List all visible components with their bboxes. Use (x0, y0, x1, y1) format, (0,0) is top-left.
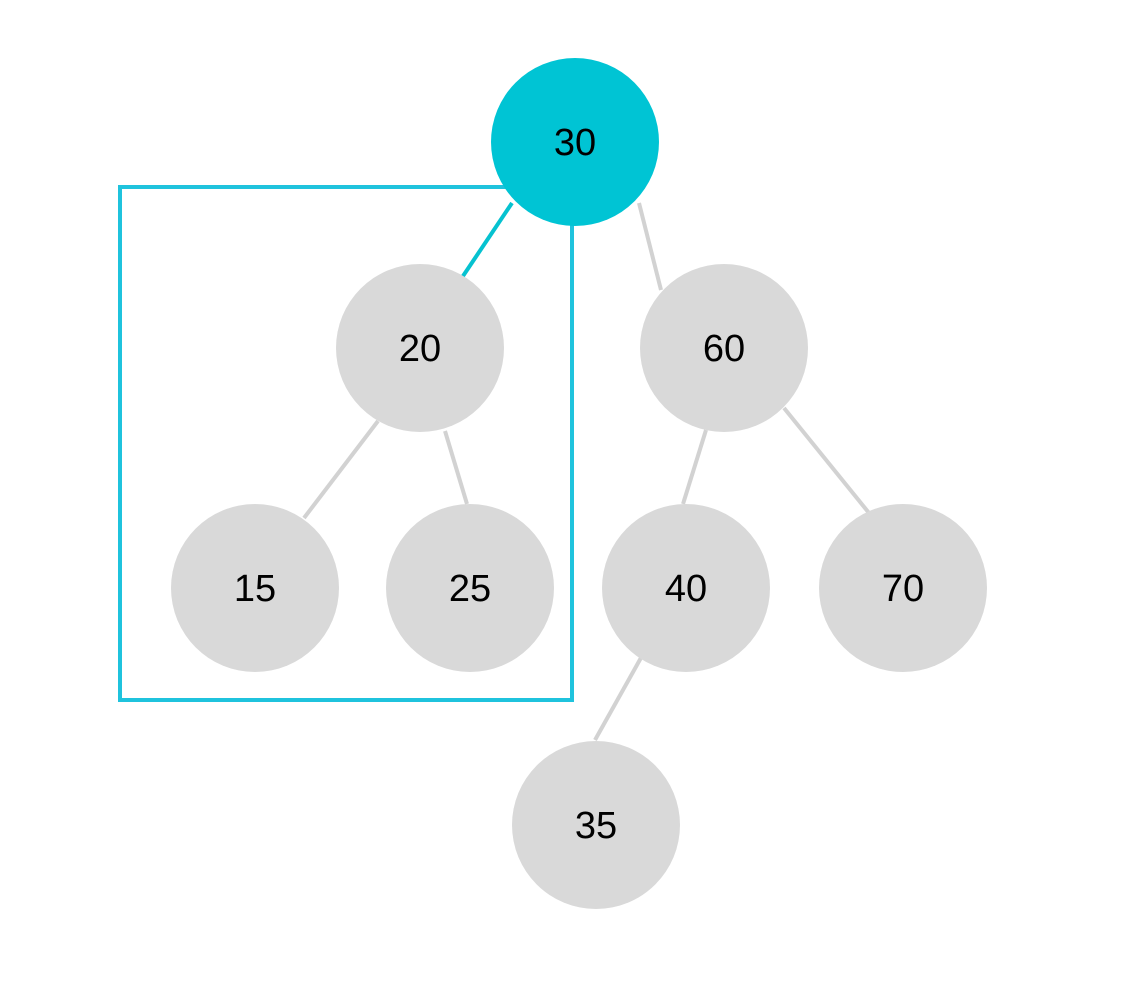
node-circle-20[interactable] (336, 264, 504, 432)
tree-node-15[interactable]: 15 (171, 504, 339, 672)
tree-node-70[interactable]: 70 (819, 504, 987, 672)
tree-node-20[interactable]: 20 (336, 264, 504, 432)
tree-edge-20-25 (443, 430, 469, 505)
node-circle-25[interactable] (386, 504, 554, 672)
tree-edge-60-70 (782, 406, 871, 515)
node-layer: 30 20 60 15 25 40 70 35 (171, 58, 987, 909)
node-label-35: 35 (575, 805, 617, 847)
node-label-60: 60 (703, 328, 745, 370)
node-circle-60[interactable] (640, 264, 808, 432)
tree-edge-30-60 (637, 202, 663, 291)
node-circle-30[interactable] (491, 58, 659, 226)
selection-box-layer (118, 185, 574, 702)
tree-edge-30-20 (457, 201, 514, 284)
node-circle-35[interactable] (512, 741, 680, 909)
tree-node-35[interactable]: 35 (512, 741, 680, 909)
node-circle-70[interactable] (819, 504, 987, 672)
node-label-30: 30 (554, 122, 596, 164)
tree-node-30[interactable]: 30 (491, 58, 659, 226)
node-circle-40[interactable] (602, 504, 770, 672)
tree-node-60[interactable]: 60 (640, 264, 808, 432)
node-label-40: 40 (665, 568, 707, 610)
tree-edge-20-15 (302, 419, 380, 520)
node-label-15: 15 (234, 568, 276, 610)
edge-layer (302, 201, 871, 741)
node-circle-15[interactable] (171, 504, 339, 672)
tree-edge-60-40 (681, 429, 708, 505)
tree-node-25[interactable]: 25 (386, 504, 554, 672)
selection-box[interactable] (118, 185, 574, 702)
node-label-25: 25 (449, 568, 491, 610)
tree-edge-40-35 (593, 655, 644, 741)
node-label-20: 20 (399, 328, 441, 370)
node-label-70: 70 (882, 568, 924, 610)
tree-node-40[interactable]: 40 (602, 504, 770, 672)
